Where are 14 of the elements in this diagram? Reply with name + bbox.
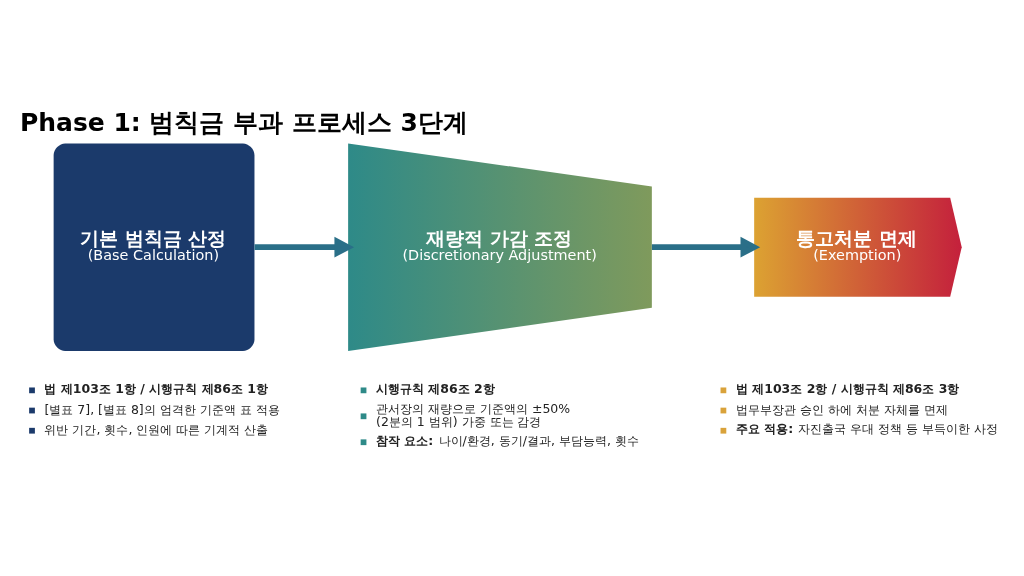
arrow [651,236,761,257]
node-label: 시행규칙 제86조 2항 [376,380,495,396]
node-label: 주요 적용: 자진출국 우대 정책 등 부득이한 사정 [735,420,999,436]
node-label: 법 제103조 1항 / 시행규칙 제86조 1항 [44,380,268,396]
node-label: 법 제103조 2항 / 시행규칙 제86조 3항 [735,380,960,396]
node-label: 관서장의 재량으로 기준액의 ±50% (2분의 1 범위) 가중 또는 감경 [376,400,571,429]
node-label: 위반 기간, 횟수, 인원에 따른 기계적 산출 [44,421,269,437]
node-box: 재량적 가감 조정 (Discretionary Adjustment) [348,142,652,351]
node-label: 법무부장관 승인 하에 처분 자체를 면제 [735,401,948,417]
node-label: 참작 요소: 나이/환경, 동기/결과, 부담능력, 횟수 [376,432,639,448]
arrow [254,236,355,257]
node-label: [별표 7], [별표 8]의 엄격한 기준액 표 적용 [44,401,280,417]
diagram-title: Phase 1: 범칙금 부과 프로세스 3단계 [20,107,468,137]
node-box: 기본 범칙금 산정 (Base Calculation) [53,142,255,351]
